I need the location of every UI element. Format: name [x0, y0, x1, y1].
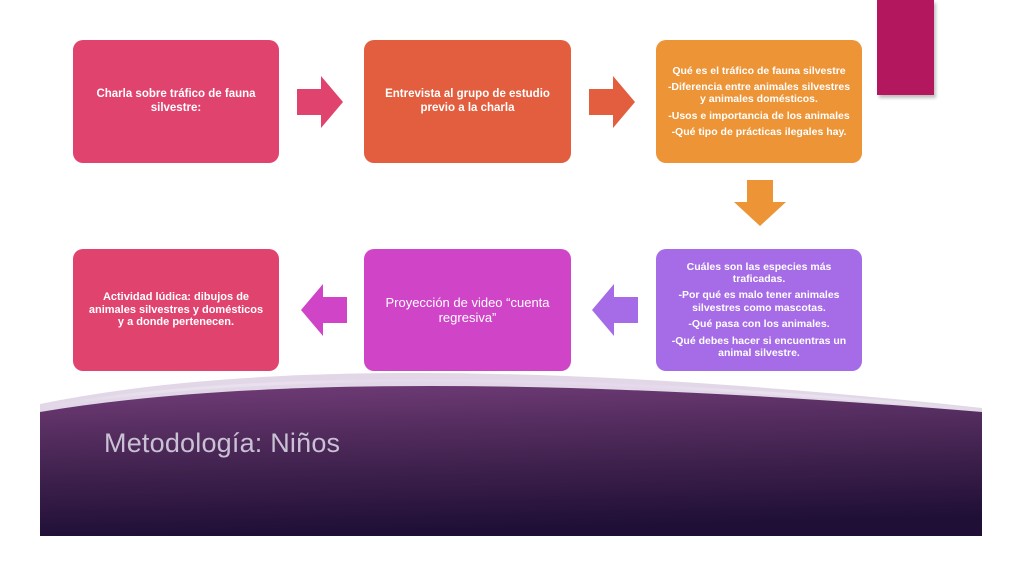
arrow-left-icon [301, 284, 347, 336]
step-video-text: Proyección de video “cuenta regresiva” [385, 294, 550, 325]
step-especies-line: Cuáles son las especies más traficadas. [686, 260, 832, 286]
step-especies-line: -Qué pasa con los animales. [688, 318, 830, 331]
arrow-left-icon [592, 284, 638, 336]
arrow-down-icon [734, 180, 786, 226]
step-entrevista-box: Entrevista al grupo de estudio previo a … [364, 40, 571, 163]
slide-title: Metodología: Niños [104, 428, 341, 458]
step-especies-box: Cuáles son las especies más traficadas. … [656, 249, 862, 371]
step-trafico-line: -Qué tipo de prácticas ilegales hay. [671, 126, 847, 139]
step-actividad-text: Actividad lúdica: dibujos de animales si… [88, 290, 264, 329]
step-trafico-line: Qué es el tráfico de fauna silvestre [672, 64, 846, 77]
step-especies-line: -Qué debes hacer si encuentras un animal… [671, 334, 847, 359]
step-charla-box: Charla sobre tráfico de fauna silvestre: [73, 40, 279, 163]
step-trafico-line: -Diferencia entre animales silvestres y … [667, 80, 851, 106]
step-trafico-line: -Usos e importancia de los animales [668, 109, 850, 122]
step-trafico-box: Qué es el tráfico de fauna silvestre -Di… [656, 40, 862, 163]
arrow-right-icon [297, 76, 343, 128]
step-video-box: Proyección de video “cuenta regresiva” [364, 249, 571, 371]
step-actividad-box: Actividad lúdica: dibujos de animales si… [73, 249, 279, 371]
step-charla-text: Charla sobre tráfico de fauna silvestre: [96, 87, 256, 114]
step-entrevista-text: Entrevista al grupo de estudio previo a … [385, 87, 550, 114]
arrow-right-icon [589, 76, 635, 128]
accent-tab [877, 0, 934, 95]
step-especies-line: -Por qué es malo tener animales silvestr… [678, 289, 840, 314]
